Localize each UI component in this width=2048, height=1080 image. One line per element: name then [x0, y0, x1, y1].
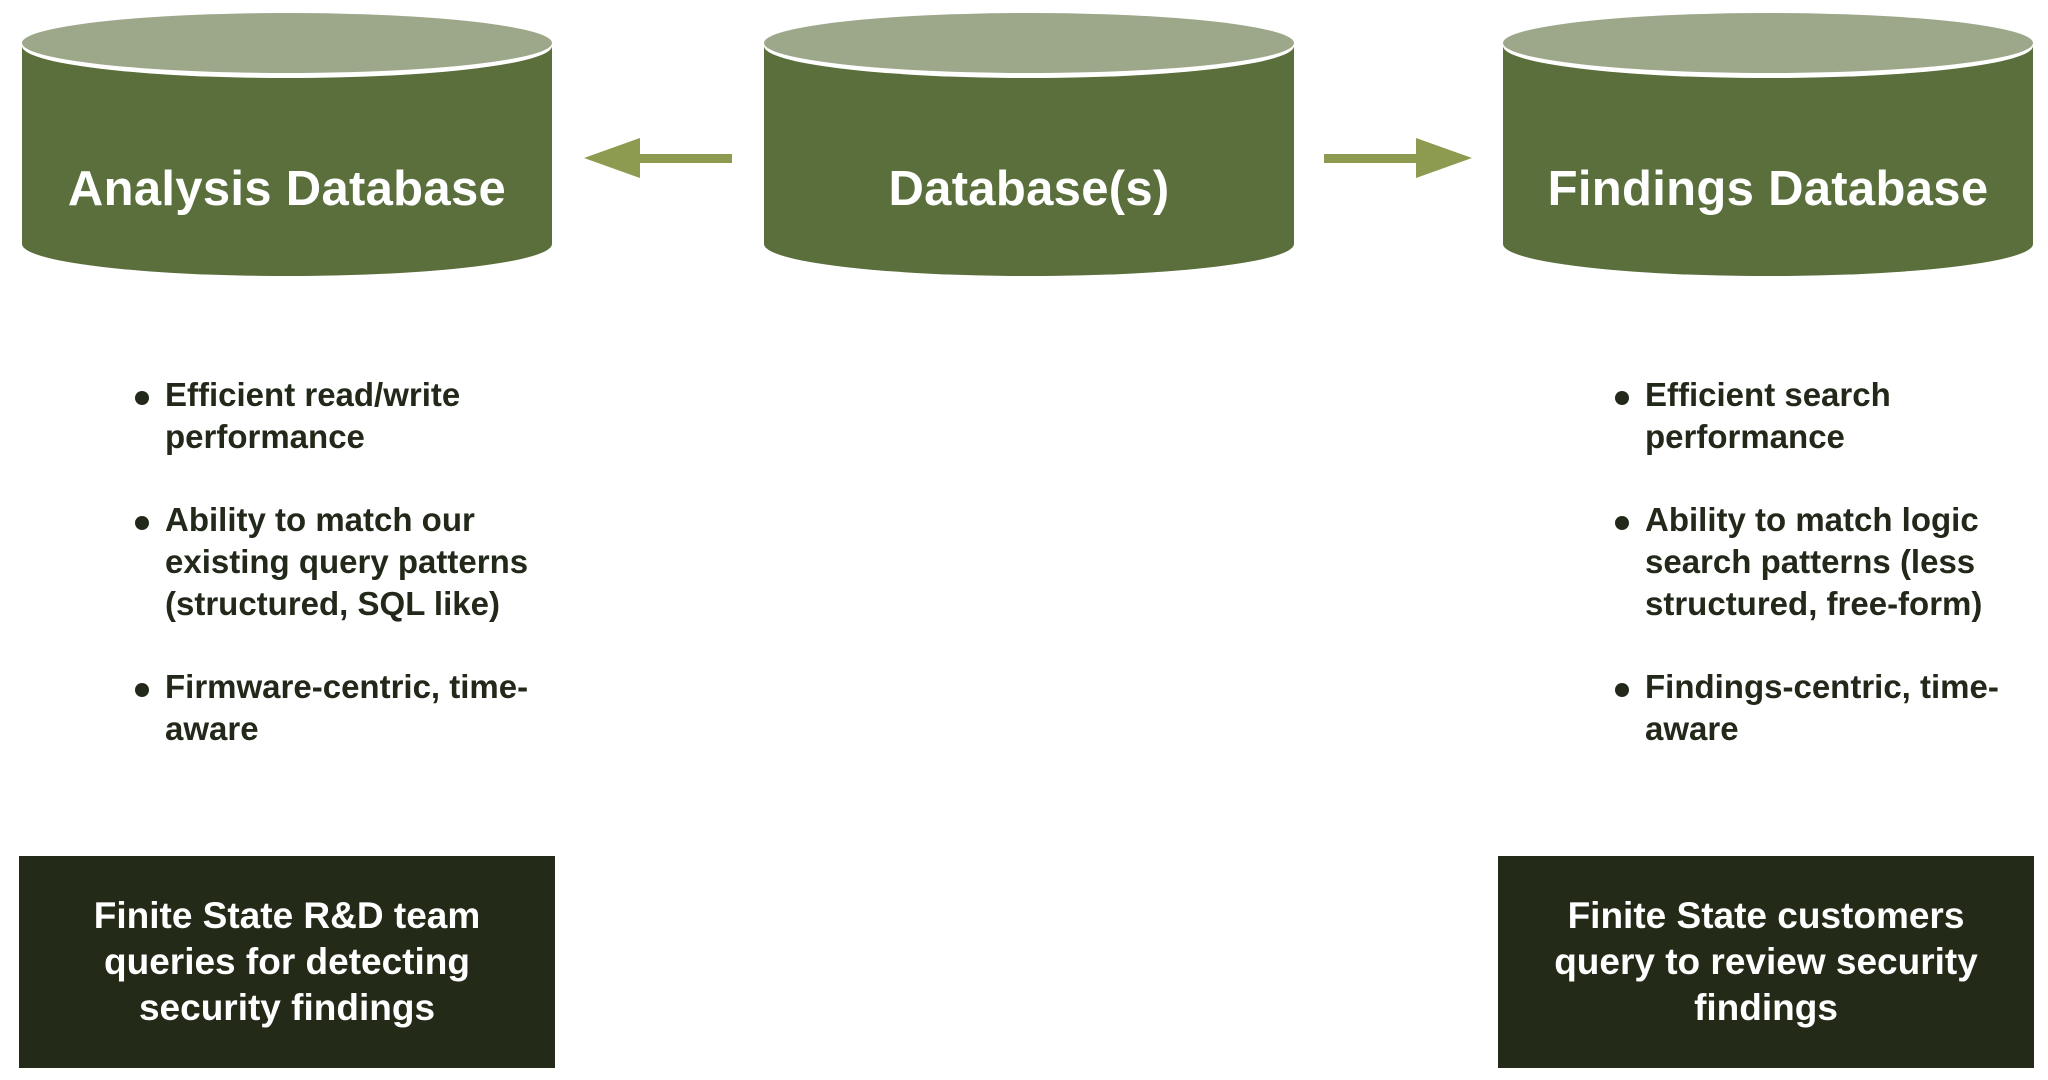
arrow-right-icon — [1324, 138, 1472, 178]
source-database-cylinder: Database(s) — [762, 12, 1296, 280]
analysis-database-cylinder: Analysis Database — [20, 12, 554, 280]
findings-database-label: Findings Database — [1547, 162, 1989, 216]
rnd-team-usage-text: Finite State R&D team queries for detect… — [93, 895, 481, 1028]
bullet-icon — [77, 666, 165, 708]
list-item: Firmware-centric, time-aware — [77, 666, 557, 750]
bullet-text: Ability to match our existing query patt… — [165, 501, 529, 622]
list-item: Efficient read/write performance — [77, 374, 557, 458]
source-database-label: Database(s) — [888, 162, 1170, 216]
customers-usage-text: Finite State customers query to review s… — [1554, 895, 1978, 1028]
bullet-icon — [1557, 374, 1645, 416]
database-cylinder-icon — [764, 13, 1294, 276]
database-cylinder-icon — [22, 13, 552, 276]
arrow-left-icon — [584, 138, 732, 178]
bullet-text: Efficient search performance — [1645, 376, 1891, 455]
bullet-text: Firmware-centric, time-aware — [165, 668, 529, 747]
customers-usage-box: Finite State customers query to review s… — [1498, 856, 2034, 1068]
database-cylinder-icon — [1503, 13, 2033, 276]
bullet-text: Ability to match logic search patterns (… — [1645, 501, 1983, 622]
list-item: Findings-centric, time-aware — [1557, 666, 2047, 750]
analysis-requirements-list: Efficient read/write performance Ability… — [77, 374, 557, 791]
bullet-text: Findings-centric, time-aware — [1645, 668, 1999, 747]
bullet-icon — [77, 499, 165, 541]
bullet-icon — [1557, 666, 1645, 708]
bullet-text: Efficient read/write performance — [165, 376, 461, 455]
bullet-icon — [77, 374, 165, 416]
findings-database-cylinder: Findings Database — [1501, 12, 2035, 280]
list-item: Ability to match logic search patterns (… — [1557, 499, 2047, 625]
analysis-database-label: Analysis Database — [67, 162, 507, 216]
rnd-team-usage-box: Finite State R&D team queries for detect… — [19, 856, 555, 1068]
list-item: Ability to match our existing query patt… — [77, 499, 557, 625]
findings-requirements-list: Efficient search performance Ability to … — [1557, 374, 2047, 791]
list-item: Efficient search performance — [1557, 374, 2047, 458]
bullet-icon — [1557, 499, 1645, 541]
